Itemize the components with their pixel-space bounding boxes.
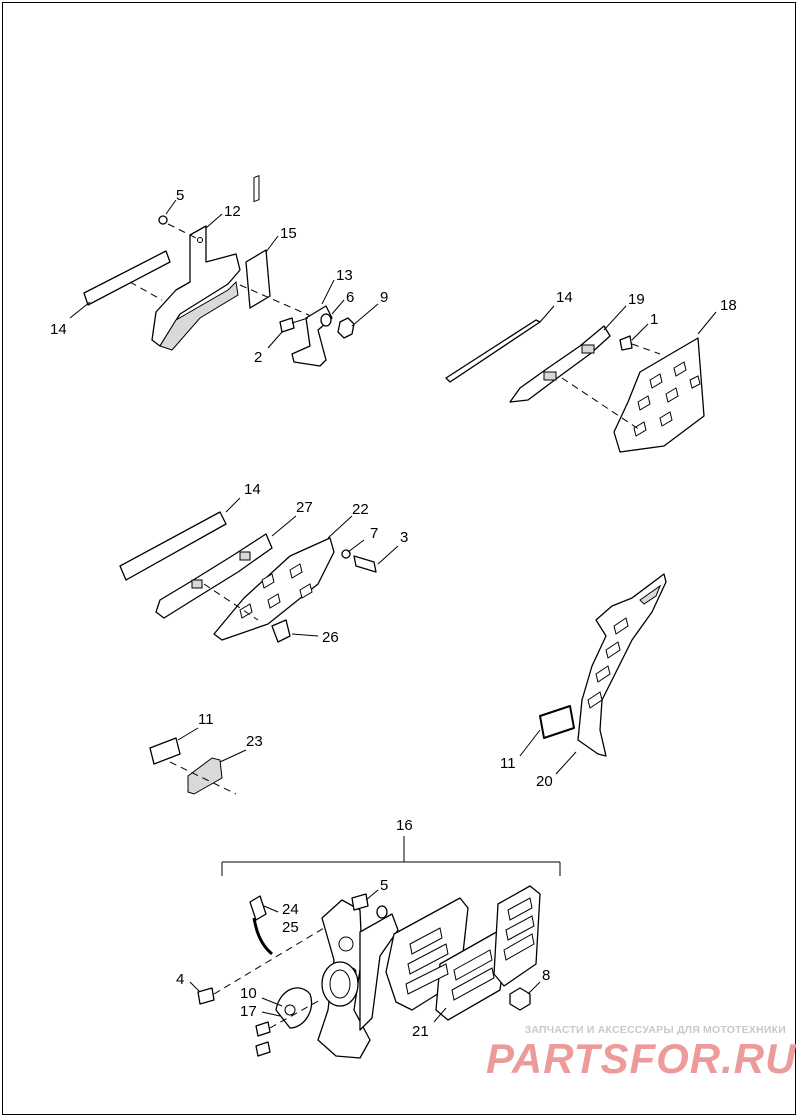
callout-18: 18 [720, 297, 737, 314]
callout-19: 19 [628, 291, 645, 308]
callout-23: 23 [246, 733, 263, 750]
callout-7: 7 [370, 525, 378, 542]
plate-22 [213, 537, 335, 641]
bracket-12 [151, 225, 241, 351]
clamp-10-17 [275, 987, 313, 1029]
callout-4: 4 [176, 971, 184, 988]
group-middle-left [119, 497, 399, 643]
group-lower-left [149, 727, 247, 795]
group-bottom-assembly [189, 836, 561, 1059]
callout-6: 6 [346, 289, 354, 306]
watermark: ЗАПЧАСТИ И АКСЕССУАРЫ ДЛЯ МОТОТЕХНИКИ PA… [486, 1024, 797, 1082]
callout-22: 22 [352, 501, 369, 518]
screw-5a [158, 215, 168, 225]
group-middle-right [519, 573, 667, 775]
callout-24: 24 [282, 901, 299, 918]
group-top-left [69, 175, 379, 367]
callout-5: 5 [380, 877, 388, 894]
reflector-11a [149, 737, 181, 765]
bolt-4 [197, 987, 215, 1005]
pad-23 [187, 757, 223, 795]
callout-26: 26 [322, 629, 339, 646]
bracket-27 [155, 533, 273, 619]
callout-15: 15 [280, 225, 297, 242]
callout-20: 20 [536, 773, 553, 790]
callout-27: 27 [296, 499, 313, 516]
bracket-19 [509, 325, 611, 403]
callout-5: 5 [176, 187, 184, 204]
bracket-20 [577, 573, 667, 757]
reflector-strip-14c [119, 511, 227, 581]
callout-9: 9 [380, 289, 388, 306]
group-top-right [445, 305, 717, 453]
callout-labels: 5 12 15 13 6 9 14 2 14 19 1 18 14 27 22 … [50, 187, 737, 1040]
callout-10: 10 [240, 985, 257, 1002]
callout-14: 14 [50, 321, 67, 338]
callout-8: 8 [542, 967, 550, 984]
callout-17: 17 [240, 1003, 257, 1020]
nut-9 [337, 317, 355, 339]
screw-5b [351, 893, 369, 911]
plate-21 [385, 885, 541, 1021]
callout-1: 1 [650, 311, 658, 328]
screw-1 [619, 335, 633, 351]
nut-8 [509, 987, 531, 1011]
bolt-2 [279, 317, 309, 333]
callout-13: 13 [336, 267, 353, 284]
callout-16: 16 [396, 817, 413, 834]
washer-5b [376, 905, 388, 919]
connector-24-25 [249, 895, 273, 956]
callout-11: 11 [198, 711, 214, 728]
washer-6 [320, 313, 332, 327]
knob-26 [271, 619, 291, 643]
reflector-11b [539, 705, 575, 739]
bolt-3 [353, 555, 377, 573]
bracket-15 [245, 175, 271, 309]
callout-25: 25 [282, 919, 299, 936]
watermark-tagline: ЗАПЧАСТИ И АКСЕССУАРЫ ДЛЯ МОТОТЕХНИКИ [524, 1024, 786, 1036]
callout-12: 12 [224, 203, 241, 220]
reflector-strip-14a [83, 250, 171, 306]
screw-17a [255, 1021, 271, 1037]
reflector-strip-14b [445, 319, 541, 383]
callout-14: 14 [244, 481, 261, 498]
callout-14: 14 [556, 289, 573, 306]
callout-2: 2 [254, 349, 262, 366]
callout-21: 21 [412, 1023, 429, 1040]
callout-11: 11 [500, 755, 516, 772]
screw-17b [255, 1041, 271, 1057]
watermark-logo: PARTSFOR.RU [486, 1035, 797, 1082]
mount-body [317, 899, 399, 1059]
callout-3: 3 [400, 529, 408, 546]
plate-18 [613, 337, 705, 453]
